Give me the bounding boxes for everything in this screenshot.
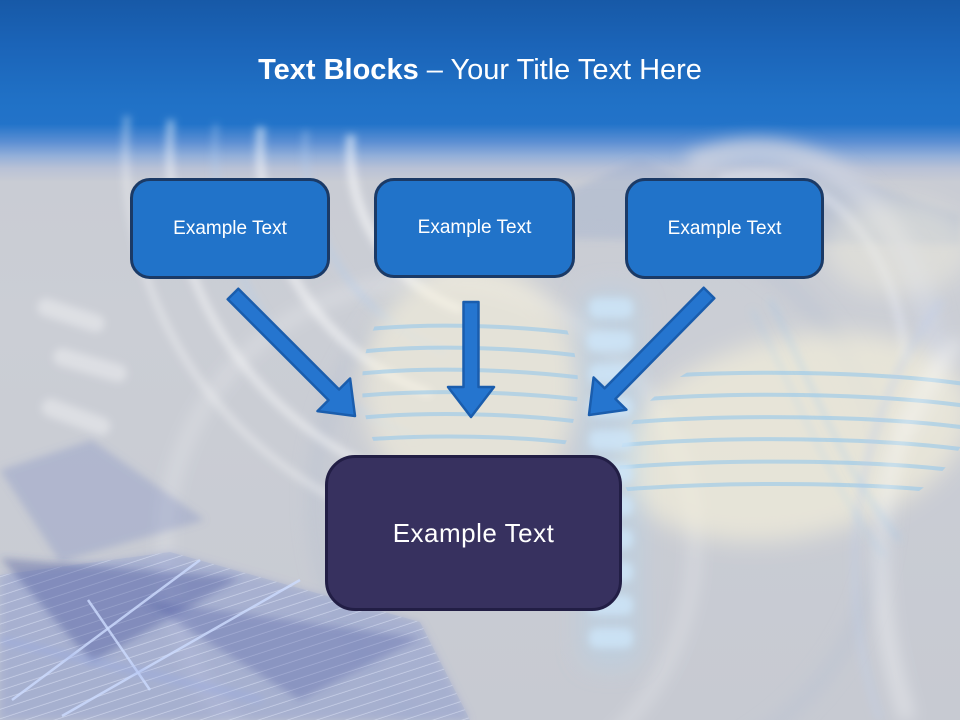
drape-wisps-right	[750, 297, 960, 720]
title-bold-part: Text Blocks	[258, 54, 419, 86]
text-block-3: Example Text	[625, 178, 824, 279]
title-regular-part: Your Title Text Here	[450, 54, 702, 86]
result-text-block-label: Example Text	[392, 517, 555, 548]
arrow-down-left-icon	[587, 286, 716, 417]
arrow-down-icon	[446, 300, 496, 419]
text-block-2-label: Example Text	[417, 217, 532, 238]
title-separator: –	[426, 54, 443, 86]
text-block-1: Example Text	[130, 178, 330, 279]
text-block-3-label: Example Text	[667, 217, 782, 239]
result-text-block: Example Text	[325, 455, 622, 611]
text-block-1-label: Example Text	[173, 217, 287, 239]
text-block-2: Example Text	[374, 178, 575, 278]
slide-title: Text Blocks – Your Title Text Here	[0, 54, 960, 87]
arrow-down-right-icon	[226, 287, 357, 418]
